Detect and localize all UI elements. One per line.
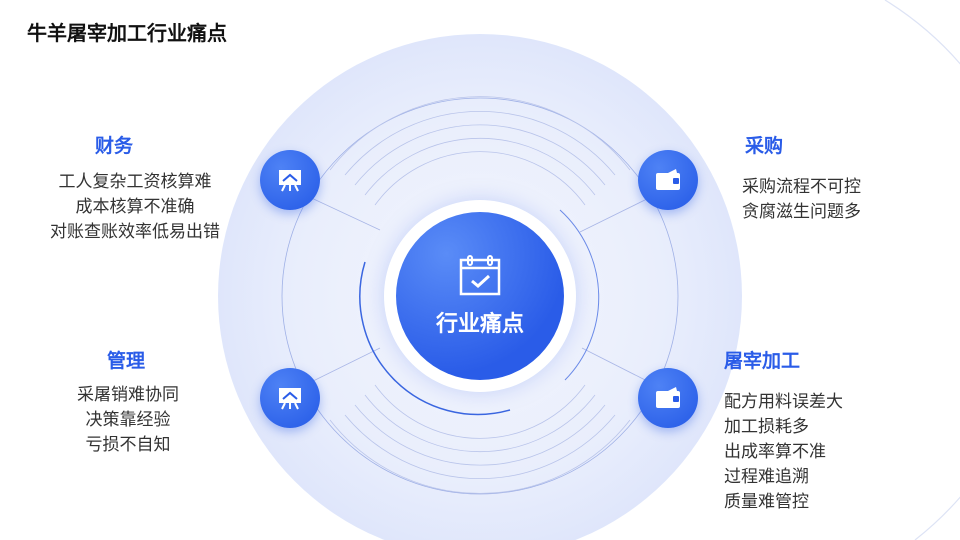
list-item: 成本核算不准确 — [75, 197, 195, 217]
management-node — [260, 368, 320, 428]
finance-node — [260, 150, 320, 210]
management-title: 管理 — [107, 350, 146, 372]
wallet-icon — [656, 169, 680, 190]
wallet-icon — [656, 387, 680, 408]
list-item: 采购流程不可控 — [742, 177, 861, 197]
list-item: 采屠销难协同 — [77, 385, 179, 405]
list-item: 质量难管控 — [724, 492, 809, 512]
list-item: 出成率算不准 — [724, 442, 826, 462]
list-item: 配方用料误差大 — [724, 392, 843, 412]
management-list: 采屠销难协同 决策靠经验 亏损不自知 — [48, 383, 208, 458]
slaughter-title: 屠宰加工 — [724, 350, 801, 372]
list-item: 过程难追溯 — [724, 467, 809, 487]
list-item: 工人复杂工资核算难 — [58, 172, 212, 192]
procurement-list: 采购流程不可控 贪腐滋生问题多 — [742, 175, 861, 225]
presentation-board-icon — [279, 388, 301, 410]
list-item: 对账查账效率低易出错 — [50, 222, 220, 242]
center-label: 行业痛点 — [435, 312, 524, 337]
page-title: 牛羊屠宰加工行业痛点 — [27, 21, 227, 45]
finance-title: 财务 — [95, 135, 134, 157]
list-item: 贪腐滋生问题多 — [742, 202, 861, 222]
procurement-node — [638, 150, 698, 210]
list-item: 亏损不自知 — [85, 435, 171, 455]
calendar-check-icon — [459, 255, 501, 296]
list-item: 加工损耗多 — [724, 417, 809, 437]
finance-list: 工人复杂工资核算难 成本核算不准确 对账查账效率低易出错 — [20, 170, 250, 245]
presentation-board-icon — [279, 170, 301, 192]
slaughter-node — [638, 368, 698, 428]
center-hub: 行业痛点 — [396, 212, 564, 380]
slaughter-list: 配方用料误差大 加工损耗多 出成率算不准 过程难追溯 质量难管控 — [724, 390, 843, 515]
procurement-title: 采购 — [745, 135, 784, 157]
list-item: 决策靠经验 — [85, 410, 171, 430]
